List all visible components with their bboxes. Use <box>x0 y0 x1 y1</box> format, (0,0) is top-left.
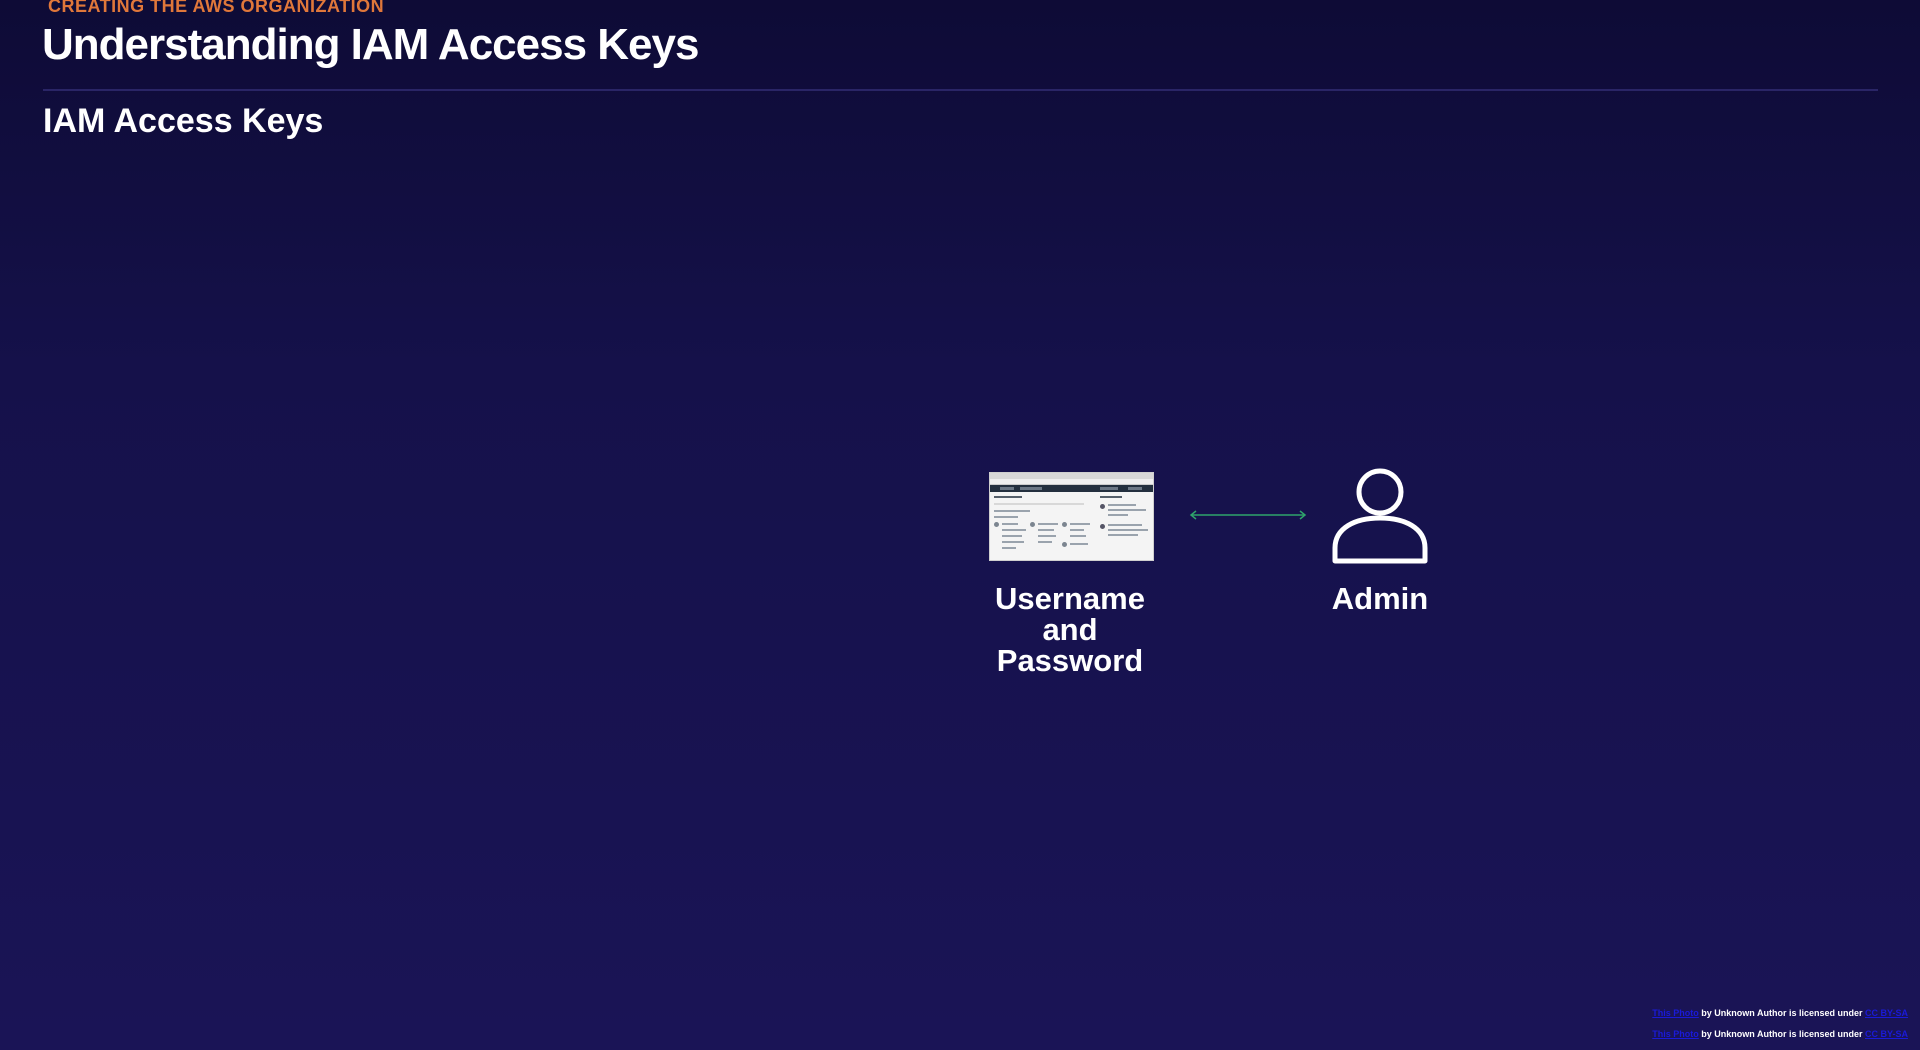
screenshot-url-bar <box>990 479 1153 485</box>
photo-link[interactable]: This Photo <box>1652 1008 1699 1018</box>
username-label-line1: Username <box>995 581 1145 616</box>
photo-link[interactable]: This Photo <box>1652 1029 1699 1039</box>
slide-title: Understanding IAM Access Keys <box>42 20 699 69</box>
username-label-line2: and <box>1042 612 1098 647</box>
screenshot-content <box>990 492 1153 558</box>
attribution-text: by Unknown Author is licensed under <box>1698 1008 1865 1018</box>
username-label-line3: Password <box>996 643 1144 678</box>
section-eyebrow: CREATING THE AWS ORGANIZATION <box>48 0 385 16</box>
title-divider <box>43 89 1878 91</box>
screenshot-nav-bar <box>990 485 1153 492</box>
photo-attribution: This Photo by Unknown Author is licensed… <box>1652 1029 1908 1039</box>
username-password-label: Username and Password <box>960 583 1180 676</box>
user-icon <box>1332 468 1428 564</box>
double-arrow-icon <box>1189 510 1307 520</box>
slide-subtitle: IAM Access Keys <box>43 102 324 140</box>
screenshot-browser-bar <box>990 473 1153 479</box>
license-link[interactable]: CC BY-SA <box>1864 1029 1908 1039</box>
admin-label: Admin <box>1331 581 1429 616</box>
photo-attribution: This Photo by Unknown Author is licensed… <box>1652 1008 1908 1018</box>
console-screenshot-image <box>989 472 1154 561</box>
license-link[interactable]: CC BY-SA <box>1864 1008 1908 1018</box>
attribution-text: by Unknown Author is licensed under <box>1698 1029 1865 1039</box>
